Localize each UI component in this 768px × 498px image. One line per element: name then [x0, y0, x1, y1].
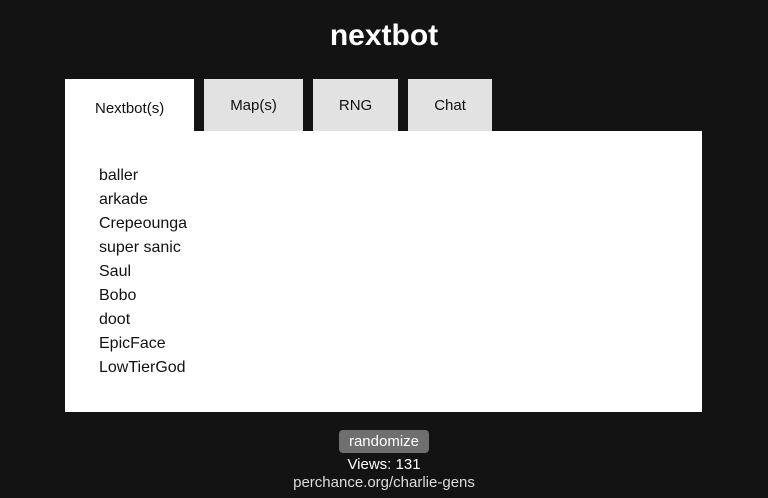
- views-counter: Views: 131: [347, 456, 421, 473]
- tab-rng[interactable]: RNG: [312, 79, 399, 131]
- tab-nextbots[interactable]: Nextbot(s): [65, 79, 195, 137]
- list-item: Crepeounga: [99, 215, 188, 232]
- list-item: Saul: [99, 263, 132, 280]
- list-item: arkade: [99, 191, 148, 208]
- list-item: EpicFace: [99, 335, 166, 352]
- output-panel: baller arkade Crepeounga super sanic Sau…: [65, 131, 702, 412]
- tab-chat[interactable]: Chat: [408, 79, 492, 131]
- list-item: Bobo: [99, 287, 137, 304]
- randomize-button[interactable]: randomize: [338, 430, 430, 453]
- page-title: nextbot: [329, 19, 439, 52]
- list-item: super sanic: [99, 239, 181, 256]
- list-item: LowTierGod: [99, 359, 186, 376]
- tab-maps[interactable]: Map(s): [204, 79, 303, 131]
- perchance-link[interactable]: perchance.org/charlie-gens: [293, 474, 475, 491]
- footer-controls: randomize Views: 131 perchance.org/charl…: [0, 430, 768, 491]
- list-item: doot: [99, 311, 131, 328]
- tab-bar: Nextbot(s) Map(s) RNG Chat: [65, 79, 768, 137]
- list-item: baller: [99, 167, 139, 184]
